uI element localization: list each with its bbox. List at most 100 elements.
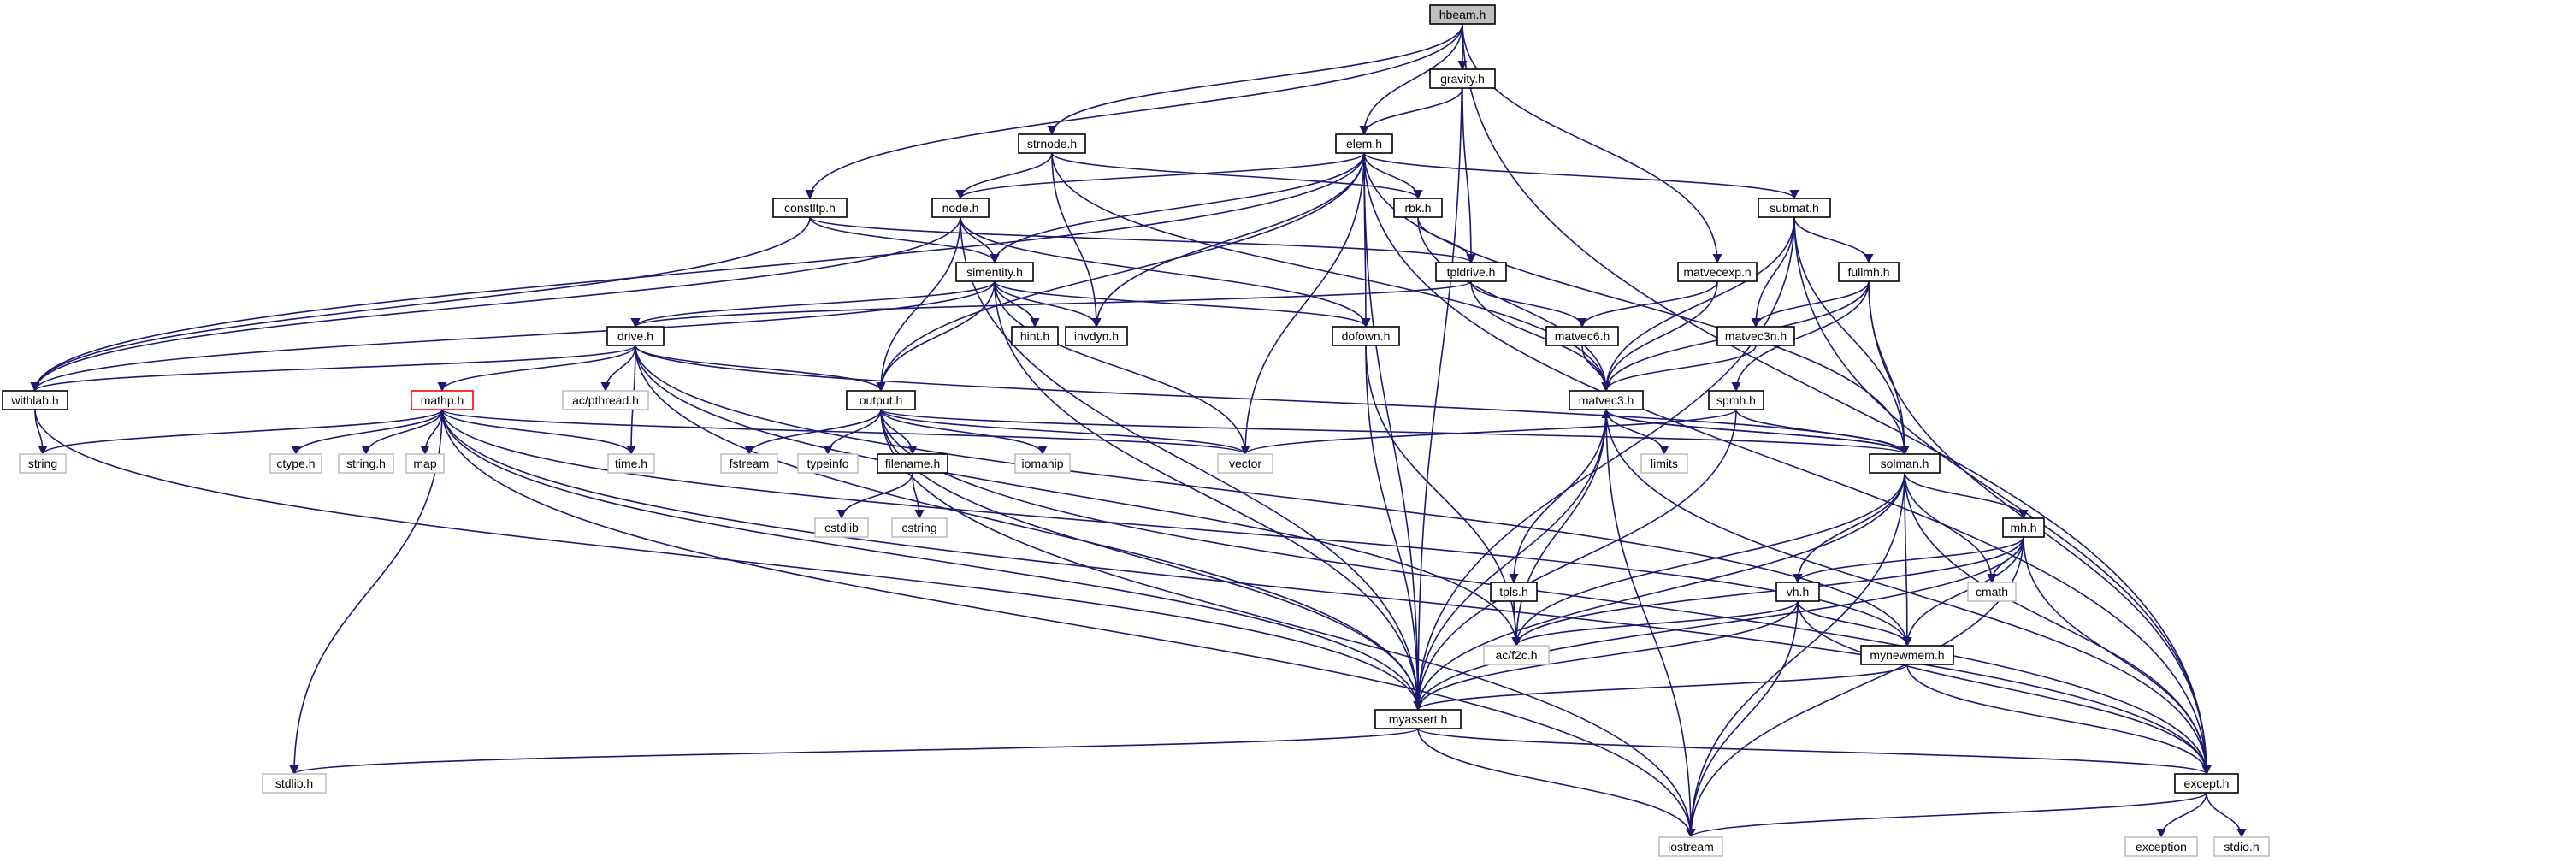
edge-solman-to-mynewmem xyxy=(1902,472,1912,647)
node-except[interactable]: except.h xyxy=(2174,773,2239,794)
node-matvecexp[interactable]: matvecexp.h xyxy=(1677,262,1758,282)
edge-solman-to-acf2c xyxy=(1511,472,1905,647)
node-box-mh xyxy=(2002,517,2045,538)
node-box-submat xyxy=(1758,198,1831,218)
node-label-mh: mh.h xyxy=(2010,521,2036,534)
node-acpthread: ac/pthread.h xyxy=(562,390,649,410)
edge-vh-to-myassert xyxy=(1413,600,1799,711)
edge-strnode-to-rbk xyxy=(1051,152,1423,200)
node-box-cstring xyxy=(891,517,948,538)
edge-matvec3-to-tpls xyxy=(1509,409,1607,584)
node-box-mathp xyxy=(411,390,474,410)
node-mathp[interactable]: mathp.h xyxy=(411,390,474,410)
node-label-withlab: withlab.h xyxy=(10,393,58,407)
node-myassert[interactable]: myassert.h xyxy=(1374,709,1462,729)
node-box-withlab xyxy=(2,390,68,410)
node-label-cstring: cstring xyxy=(901,521,936,534)
edge-spmh-to-solman xyxy=(1735,409,1910,456)
node-box-output xyxy=(846,390,916,410)
node-stringh: string.h xyxy=(338,453,394,474)
edge-filename-to-cstring xyxy=(912,472,925,520)
edge-myassert-to-iostream xyxy=(1417,728,1696,839)
node-label-rbk: rbk.h xyxy=(1404,201,1431,215)
node-label-submat: submat.h xyxy=(1770,201,1819,215)
node-simentity[interactable]: simentity.h xyxy=(955,262,1034,282)
node-output[interactable]: output.h xyxy=(846,390,916,410)
node-box-simentity xyxy=(955,262,1034,282)
edge-simentity-to-vector xyxy=(994,280,1250,456)
edge-submat-to-matvec3 xyxy=(1601,216,1795,393)
node-label-elem: elem.h xyxy=(1346,137,1382,151)
node-label-mathp: mathp.h xyxy=(421,393,464,407)
node-constltp[interactable]: constltp.h xyxy=(772,198,848,218)
edge-mathp-to-iostream xyxy=(441,409,1696,839)
edge-hbeam-to-matvecexp xyxy=(1462,23,1722,264)
node-label-node: node.h xyxy=(942,201,979,215)
edge-simentity-to-withlab xyxy=(30,280,996,393)
edge-filename-to-cstdlib xyxy=(836,472,913,520)
edge-elem-to-submat xyxy=(1363,152,1799,200)
node-box-ctype xyxy=(269,453,322,474)
node-node[interactable]: node.h xyxy=(931,198,990,218)
node-label-stdlib: stdlib.h xyxy=(275,776,313,790)
node-box-node xyxy=(931,198,990,218)
node-tpls[interactable]: tpls.h xyxy=(1490,582,1538,602)
node-label-output: output.h xyxy=(860,393,903,407)
edge-elem-to-withlab xyxy=(30,152,1365,393)
edge-drive-to-acpthread xyxy=(600,345,636,393)
node-box-map xyxy=(405,453,445,474)
node-label-exception: exception xyxy=(2136,840,2187,853)
node-matvec3[interactable]: matvec3.h xyxy=(1569,390,1644,410)
node-tpldrive[interactable]: tpldrive.h xyxy=(1435,262,1507,282)
node-box-stdio xyxy=(2213,836,2270,857)
node-matvec6[interactable]: matvec6.h xyxy=(1545,326,1619,346)
node-elem[interactable]: elem.h xyxy=(1335,133,1393,154)
edge-mathp-to-string xyxy=(38,409,443,456)
node-solman[interactable]: solman.h xyxy=(1869,453,1941,474)
node-matvec3n[interactable]: matvec3n.h xyxy=(1716,326,1795,346)
node-box-exception xyxy=(2124,836,2198,857)
node-filename[interactable]: filename.h xyxy=(877,453,948,474)
edge-simentity-to-output xyxy=(876,280,996,393)
node-iomanip: iomanip xyxy=(1014,453,1071,474)
node-box-vector xyxy=(1217,453,1273,474)
node-withlab[interactable]: withlab.h xyxy=(2,390,68,410)
node-label-spmh: spmh.h xyxy=(1716,393,1756,407)
node-drive[interactable]: drive.h xyxy=(606,326,665,346)
edge-fullmh-to-spmh xyxy=(1731,280,1870,393)
edge-mathp-to-except xyxy=(441,409,2212,776)
edge-tpldrive-to-drive xyxy=(630,280,1472,328)
node-box-elem xyxy=(1335,133,1393,154)
edge-mynewmem-to-except xyxy=(1906,664,2212,776)
node-label-fstream: fstream xyxy=(730,457,770,470)
node-box-strnode xyxy=(1018,133,1086,154)
edge-matvecexp-to-matvec6 xyxy=(1577,280,1718,328)
node-mh[interactable]: mh.h xyxy=(2002,517,2045,538)
node-spmh[interactable]: spmh.h xyxy=(1708,390,1764,410)
node-hbeam[interactable]: hbeam.h xyxy=(1429,4,1496,25)
node-dofown[interactable]: dofown.h xyxy=(1332,326,1400,346)
edge-matvec3-to-myassert xyxy=(1413,409,1607,711)
node-vh[interactable]: vh.h xyxy=(1775,582,1820,602)
node-box-stringh xyxy=(338,453,394,474)
node-box-tpldrive xyxy=(1435,262,1507,282)
node-gravity[interactable]: gravity.h xyxy=(1429,68,1496,89)
node-box-acpthread xyxy=(562,390,649,410)
edge-except-to-stdio xyxy=(2206,792,2247,839)
node-box-cmath xyxy=(1967,582,2017,602)
node-label-filename: filename.h xyxy=(885,457,941,470)
node-fullmh[interactable]: fullmh.h xyxy=(1838,262,1900,282)
edge-output-to-solman xyxy=(880,409,1910,456)
edge-elem-to-node xyxy=(955,152,1365,200)
node-invdyn[interactable]: invdyn.h xyxy=(1065,326,1128,346)
node-rbk[interactable]: rbk.h xyxy=(1393,198,1443,218)
node-box-stdlib xyxy=(262,773,327,794)
node-submat[interactable]: submat.h xyxy=(1758,198,1831,218)
node-hint[interactable]: hint.h xyxy=(1011,326,1059,346)
node-mynewmem[interactable]: mynewmem.h xyxy=(1860,645,1954,665)
edge-vh-to-iostream xyxy=(1686,600,1799,839)
node-label-iostream: iostream xyxy=(1668,840,1714,853)
node-strnode[interactable]: strnode.h xyxy=(1018,133,1086,154)
edge-output-to-iomanip xyxy=(880,409,1048,456)
edge-output-to-myassert xyxy=(880,409,1423,711)
